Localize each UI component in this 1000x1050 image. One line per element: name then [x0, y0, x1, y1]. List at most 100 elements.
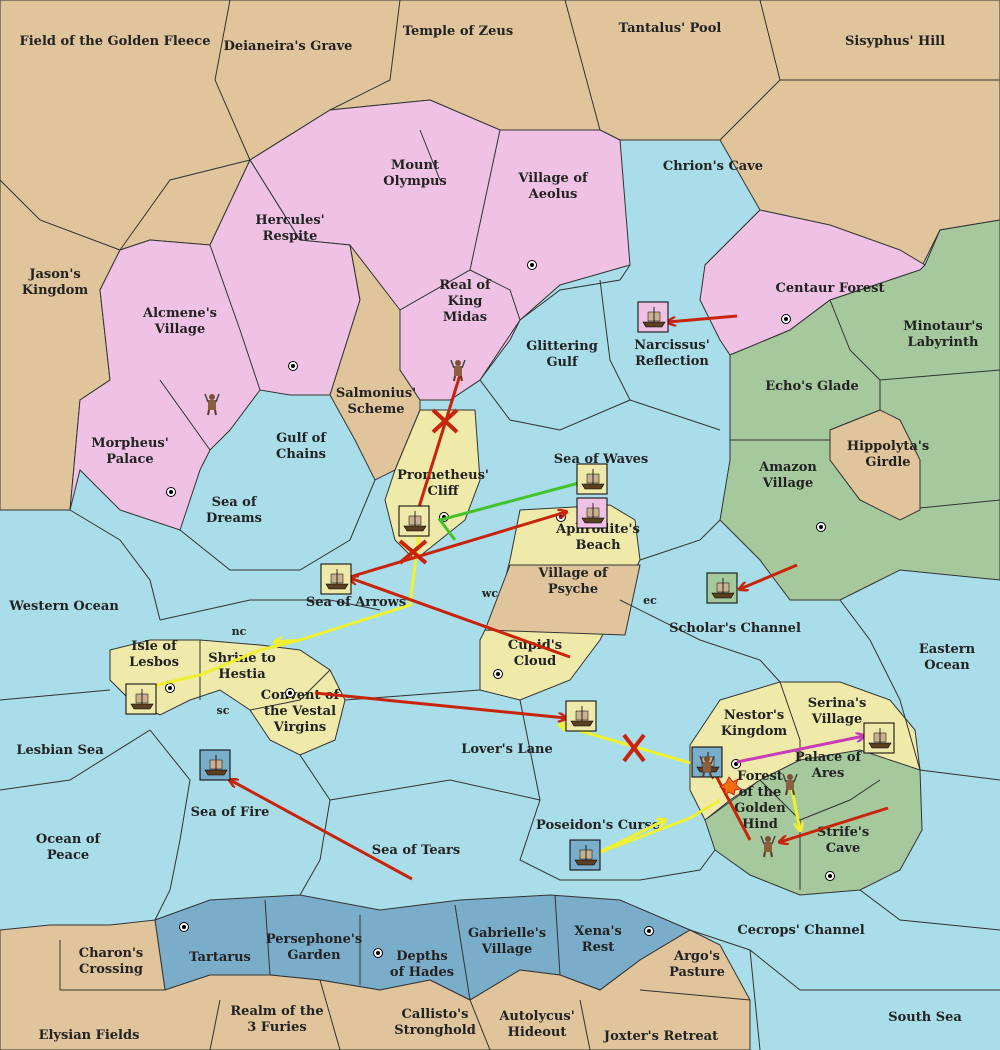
label-deianeiras-grave: Deianeira's Grave — [224, 39, 353, 54]
supply-center-marker — [781, 314, 791, 324]
label-western-ocean: Western Ocean — [8, 599, 119, 614]
label-prometheus-cliff: Prometheus'Cliff — [397, 468, 489, 499]
label-autolycus-hideout: Autolycus'Hideout — [498, 1009, 574, 1040]
supply-center-marker — [493, 669, 503, 679]
green-homeland — [719, 219, 1000, 601]
label-hercules-respite: Hercules'Respite — [255, 213, 324, 244]
supply-center-marker — [373, 948, 383, 958]
red-arrow — [668, 314, 738, 322]
coast-label-nc: nc — [232, 625, 247, 638]
red-arrow — [713, 770, 752, 841]
fleet-unit — [637, 301, 669, 333]
label-morpheus-palace: Morpheus'Palace — [91, 436, 168, 467]
label-cecrops-channel: Cecrops' Channel — [737, 923, 864, 938]
failed-order-mark — [622, 733, 646, 763]
label-lovers-lane: Lover's Lane — [461, 742, 553, 757]
label-joxters-retreat: Joxter's Retreat — [603, 1029, 718, 1044]
yellow-arrow — [275, 640, 301, 642]
supply-center-marker — [816, 522, 826, 532]
fleet-unit — [320, 563, 352, 595]
supply-center-marker — [825, 871, 835, 881]
coast-label-wc: wc — [481, 587, 498, 600]
failed-order-mark — [398, 539, 428, 565]
coast-label-sc: sc — [217, 704, 230, 717]
pink-homeland — [69, 99, 926, 531]
fleet-unit — [576, 463, 608, 495]
label-temple-of-zeus: Temple of Zeus — [403, 24, 513, 39]
dislodged-burst-icon — [719, 776, 742, 796]
label-echos-glade: Echo's Glade — [765, 379, 859, 394]
red-arrow — [314, 691, 566, 718]
label-chrion-cave: Chrion's Cave — [663, 159, 763, 174]
right-island-green — [704, 749, 923, 896]
fleet-unit — [398, 505, 430, 537]
fleet-unit — [706, 572, 738, 604]
red-arrow — [780, 806, 889, 842]
fleet-unit — [569, 839, 601, 871]
supply-center-marker — [166, 487, 176, 497]
fleet-unit — [565, 700, 597, 732]
supply-center-marker — [731, 759, 741, 769]
supply-center-marker — [179, 922, 189, 932]
hippolyta-region — [829, 409, 921, 521]
supply-center-marker — [165, 683, 175, 693]
label-tartarus: Tartarus — [189, 950, 251, 965]
red-arrow — [415, 374, 462, 520]
supply-center-marker — [644, 926, 654, 936]
village-of-psyche-region — [484, 564, 641, 636]
label-lesbian-sea: Lesbian Sea — [16, 743, 104, 758]
red-arrow — [740, 563, 798, 589]
label-sea-of-arrows: Sea of Arrows — [306, 595, 406, 610]
yellow-arrow-poseidon — [597, 820, 665, 855]
coast-label-ec: ec — [643, 594, 657, 607]
label-sisyphus-hill: Sisyphus' Hill — [845, 34, 945, 49]
red-arrow — [230, 780, 413, 881]
fleet-unit — [576, 497, 608, 529]
fleet-unit — [125, 683, 157, 715]
green-support-line — [437, 478, 591, 541]
label-poseidons-curse: Poseidon's Curse — [536, 818, 660, 833]
label-sea-of-fire: Sea of Fire — [191, 805, 270, 820]
fleet-unit — [863, 722, 895, 754]
label-centaur-forest: Centaur Forest — [776, 281, 885, 296]
label-south-sea: South Sea — [888, 1010, 962, 1025]
magenta-arrow — [736, 736, 864, 764]
label-sea-of-tears: Sea of Tears — [372, 843, 460, 858]
region-labels: Field of the Golden Fleece Deianeira's G… — [8, 21, 983, 1044]
units — [125, 301, 895, 871]
failed-order-mark — [431, 408, 459, 434]
label-cupids-cloud: Cupid'sCloud — [508, 638, 562, 669]
label-scholars-channel: Scholar's Channel — [669, 621, 801, 636]
red-arrow — [350, 578, 571, 659]
red-arrow — [349, 512, 566, 579]
label-narcissus-reflection: Narcissus'Reflection — [634, 338, 709, 369]
label-tantalus-pool: Tantalus' Pool — [619, 21, 722, 36]
fleet-unit — [199, 749, 231, 781]
label-field-of-the-golden-fleece: Field of the Golden Fleece — [20, 34, 211, 49]
